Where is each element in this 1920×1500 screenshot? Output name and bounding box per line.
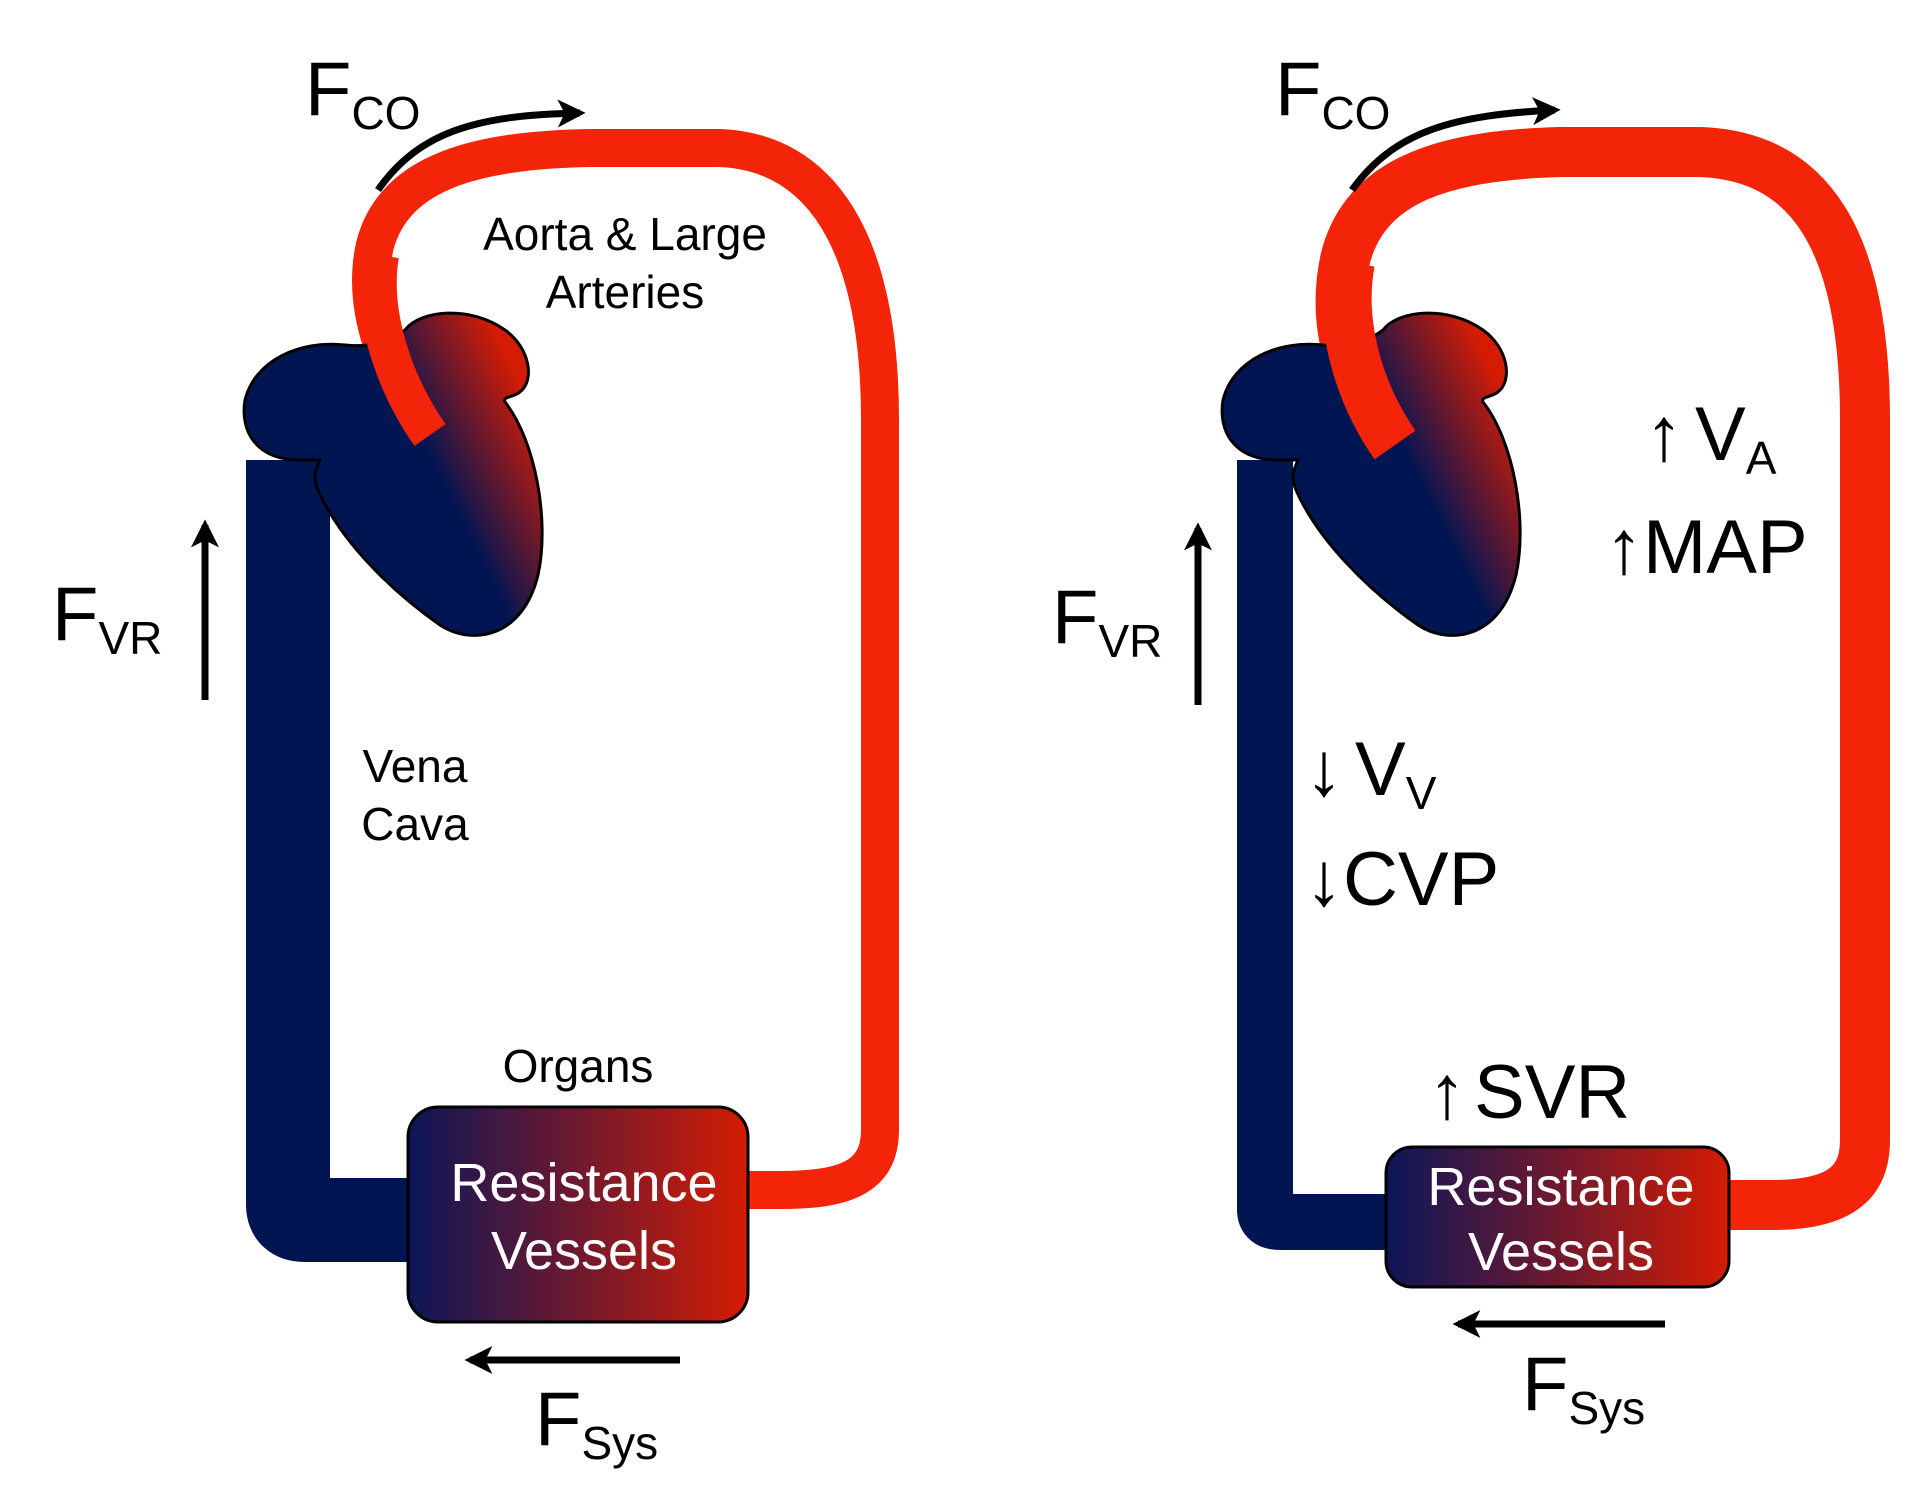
right-heart <box>1220 257 1522 637</box>
left-vena-label-line1: Vena <box>363 740 468 792</box>
left-panel: Resistance Vessels FCO Aorta & Large Art… <box>52 47 899 1469</box>
right-aorta-artery <box>1315 127 1890 1230</box>
right-fsys-label: FSys <box>1522 1342 1645 1434</box>
right-box-line1: Resistance <box>1427 1157 1694 1217</box>
right-fvr-label: FVR <box>1052 575 1162 667</box>
right-map-label: ↑MAP <box>1605 505 1808 590</box>
left-box-line1: Resistance <box>450 1153 717 1213</box>
left-aorta-label-line2: Arteries <box>546 266 704 318</box>
right-vena-cava <box>1237 460 1395 1250</box>
left-vena-cava <box>246 460 420 1262</box>
right-resistance-vessels-box <box>1384 1145 1731 1289</box>
left-aorta-label-line1: Aorta & Large <box>483 208 767 260</box>
left-fco-label: FCO <box>305 47 420 139</box>
left-heart <box>242 251 544 637</box>
left-box-line2: Vessels <box>491 1221 677 1281</box>
right-fco-arrow <box>1349 97 1561 193</box>
right-panel: Resistance Vessels FCO FVR ↑VA ↑MAP ↓VV … <box>1052 47 1890 1434</box>
right-va-label: ↑VA <box>1645 392 1777 484</box>
right-vv-label: ↓VV <box>1305 727 1437 819</box>
left-fco-arrow <box>375 99 586 193</box>
right-box-line2: Vessels <box>1468 1222 1654 1282</box>
left-vena-label-line2: Cava <box>361 798 469 850</box>
left-organs-label: Organs <box>503 1040 654 1092</box>
right-svr-label: ↑SVR <box>1428 1050 1630 1135</box>
right-cvp-label: ↓CVP <box>1305 837 1499 922</box>
right-fco-label: FCO <box>1275 47 1390 139</box>
left-resistance-vessels-box <box>406 1105 750 1324</box>
left-fsys-label: FSys <box>535 1377 658 1469</box>
left-fvr-label: FVR <box>52 572 162 664</box>
